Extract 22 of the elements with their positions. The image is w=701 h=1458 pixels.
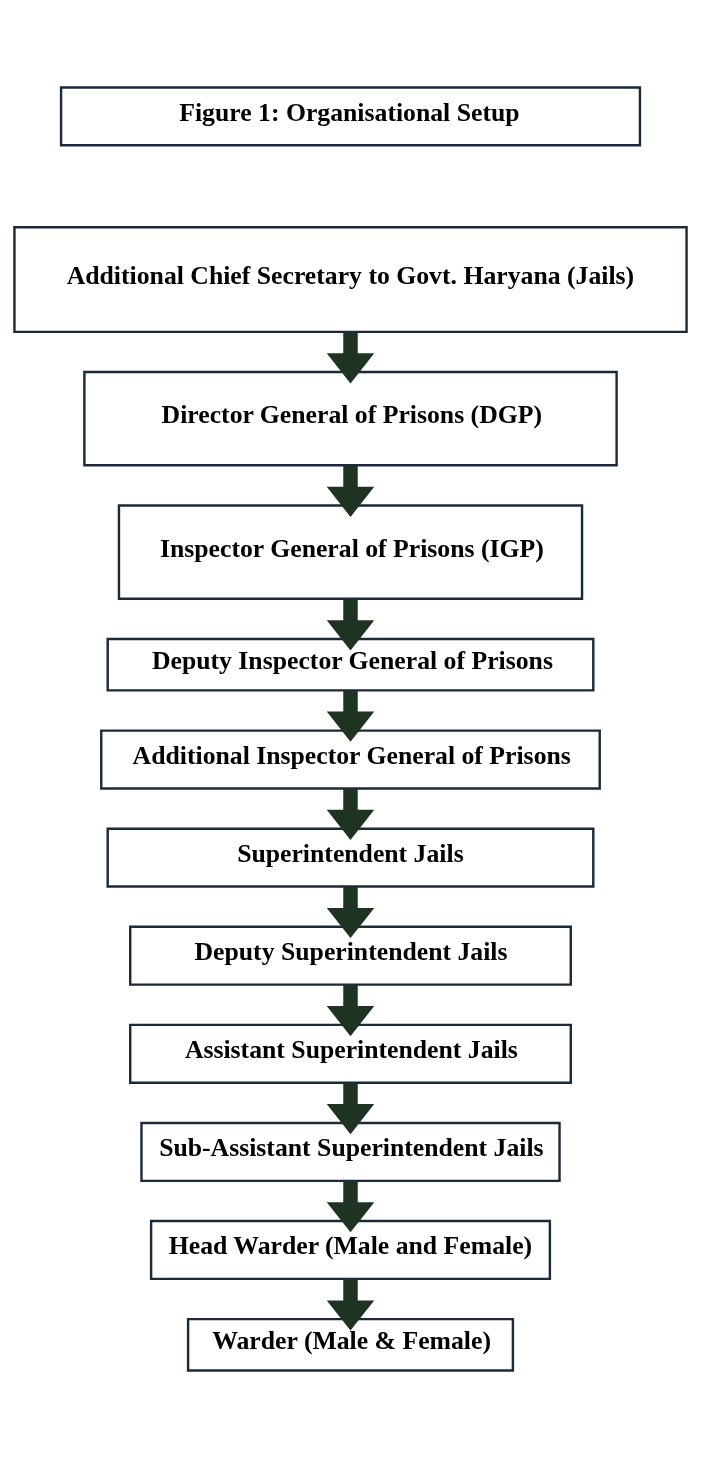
- node-box: Additional Chief Secretary to Govt. Haryana (Jails): [13, 226, 688, 334]
- arrow: [326, 465, 375, 517]
- node-box: Inspector General of Prisons (IGP): [117, 504, 584, 600]
- arrow: [326, 788, 375, 840]
- arrow: [326, 598, 375, 651]
- node-box: Director General of Prisons (DGP): [83, 370, 618, 467]
- arrow: [326, 1082, 375, 1135]
- arrow: [326, 1279, 375, 1331]
- node-box: Deputy Inspector General of Prisons: [106, 637, 595, 692]
- node-box: Additional Inspector General of Prisons: [100, 729, 601, 790]
- arrow: [326, 332, 375, 384]
- arrow: [326, 690, 375, 742]
- arrow: [326, 886, 375, 939]
- arrow: [326, 1180, 375, 1233]
- node-box: Superintendent Jails: [106, 827, 595, 888]
- node-box: Assistant Superintendent Jails: [129, 1023, 572, 1084]
- node-box: Warder (Male & Female): [186, 1317, 515, 1372]
- node-box: Sub-Assistant Superintendent Jails: [140, 1121, 561, 1183]
- arrow: [326, 984, 375, 1037]
- node-box: Head Warder (Male and Female): [149, 1219, 552, 1281]
- node-box: Deputy Superintendent Jails: [129, 925, 572, 986]
- node-box: Figure 1: Organisational Setup: [59, 86, 642, 147]
